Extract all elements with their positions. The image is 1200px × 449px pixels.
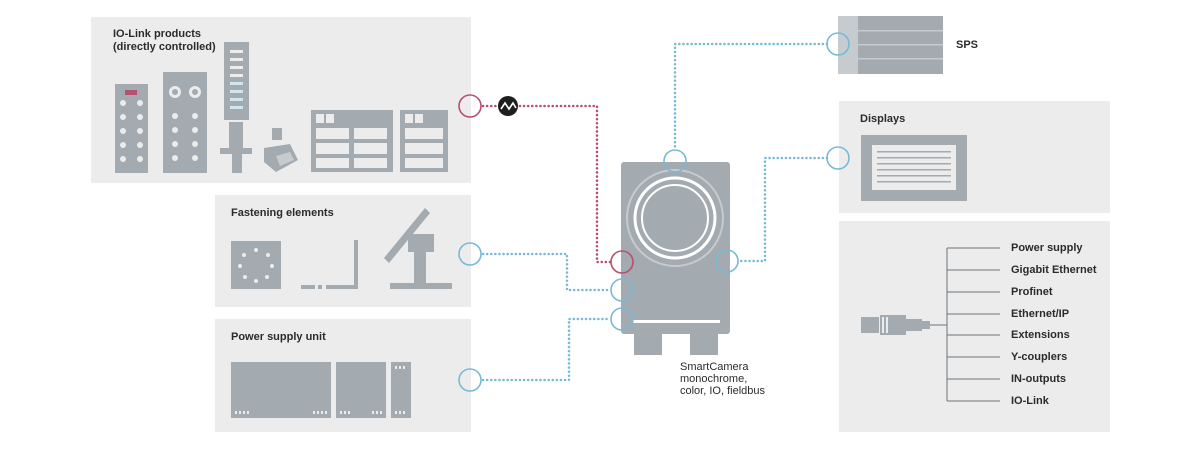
port-label: Profinet <box>1011 286 1053 298</box>
port-label: Gigabit Ethernet <box>1011 264 1097 276</box>
sps-controller <box>838 16 943 74</box>
power-port-circle <box>458 368 482 392</box>
swivel-mount <box>384 208 452 289</box>
fastening-port-circle <box>458 242 482 266</box>
camera-right-port-circle <box>715 249 739 273</box>
displays-title: Displays <box>860 113 906 125</box>
io-link-port-circle <box>458 94 482 118</box>
displays-port-circle <box>826 146 850 170</box>
power-supply-unit-medium <box>336 362 386 418</box>
io-link-module-2 <box>163 72 207 173</box>
power-supply-unit-small <box>391 362 411 418</box>
io-link-symbol-icon <box>498 96 518 116</box>
io-terminal-block-2 <box>400 110 448 172</box>
mounting-plate <box>231 241 281 289</box>
io-link-module-1 <box>115 84 148 173</box>
port-tree-lines <box>930 247 1000 402</box>
fastening-elements-title: Fastening elements <box>231 207 334 219</box>
port-label: IN-outputs <box>1011 373 1066 385</box>
port-label: IO-Link <box>1011 395 1049 407</box>
io-link-connection <box>481 104 612 264</box>
camera-fastening-port-circle <box>610 278 634 302</box>
sps-port-circle <box>826 32 850 56</box>
port-label: Y-couplers <box>1011 351 1068 363</box>
signal-tower <box>220 42 252 173</box>
sps-title: SPS <box>956 39 979 51</box>
smartcamera <box>621 162 730 355</box>
power-supply-connection <box>481 317 612 382</box>
smartcamera-caption: SmartCamera monochrome, color, IO, field… <box>680 361 765 397</box>
power-supply-unit-large <box>231 362 331 418</box>
io-link-products-title: IO-Link products (directly controlled) <box>113 28 216 53</box>
sensor-head <box>264 128 298 172</box>
port-label: Extensions <box>1011 329 1070 341</box>
camera-top-port-circle <box>663 149 687 173</box>
camera-io-link-port-circle <box>610 250 634 274</box>
sensor-cable-device <box>861 315 930 335</box>
fastening-connection <box>481 252 612 292</box>
io-terminal-block-1 <box>311 110 393 172</box>
power-supply-unit-title: Power supply unit <box>231 331 326 343</box>
port-label: Power supply <box>1011 242 1083 254</box>
displays-connection <box>736 156 829 263</box>
camera-power-port-circle <box>610 307 634 331</box>
sps-connection <box>673 42 829 152</box>
port-label: Ethernet/IP <box>1011 308 1070 320</box>
display-device <box>861 135 967 201</box>
angle-bracket <box>301 240 358 289</box>
